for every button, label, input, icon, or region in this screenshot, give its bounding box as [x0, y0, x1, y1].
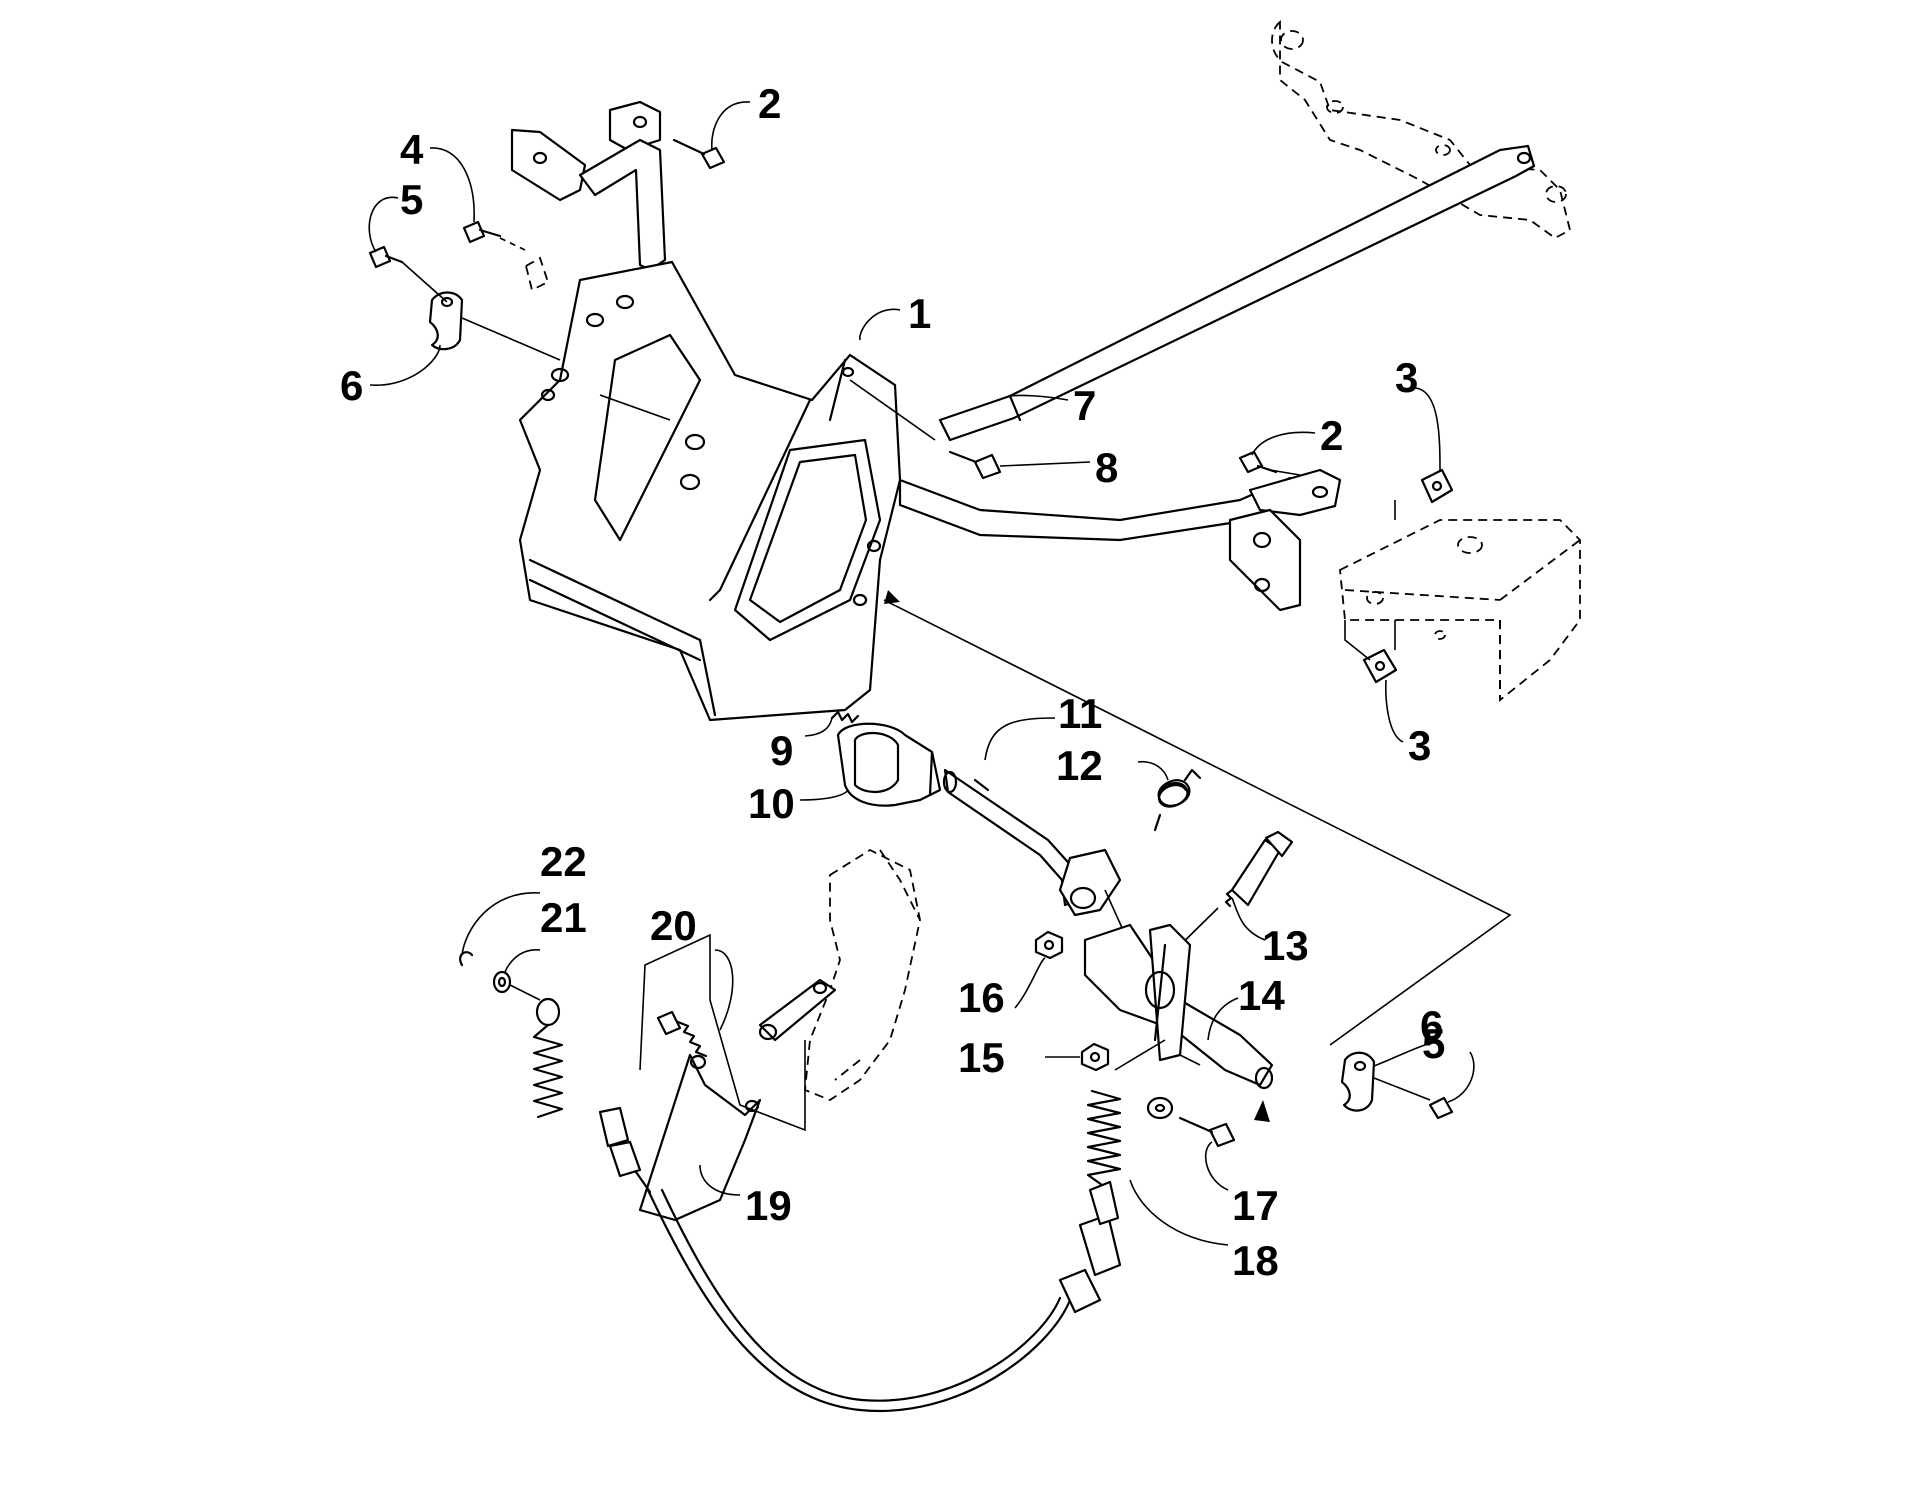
- screw-5-right: [1428, 1096, 1454, 1120]
- nut-16: [1034, 930, 1064, 960]
- console-housing: [518, 260, 902, 722]
- support-rod: [938, 144, 1536, 442]
- callout-3-upper: 3: [1395, 354, 1418, 401]
- screw-8: [948, 450, 1002, 480]
- callout-14: 14: [1238, 972, 1285, 1019]
- nut-15: [1080, 1042, 1110, 1072]
- screw-2-top: [672, 138, 726, 170]
- callout-6-right: 6: [1420, 1002, 1443, 1049]
- assembly-lines: [401, 261, 1512, 1046]
- link-rod: [758, 978, 837, 1042]
- screw-17: [1178, 1116, 1236, 1148]
- callout-7: 7: [1073, 382, 1096, 429]
- callout-16: 16: [958, 974, 1005, 1021]
- screw-2-right: [1238, 450, 1278, 474]
- callout-5-left: 5: [400, 176, 423, 223]
- washer-6-left: [428, 291, 464, 351]
- callout-13: 13: [1262, 922, 1309, 969]
- callout-19: 19: [745, 1182, 792, 1229]
- callout-3-lower: 3: [1408, 722, 1431, 769]
- callout-18: 18: [1232, 1237, 1279, 1284]
- callout-9: 9: [770, 727, 793, 774]
- shift-arm-14: [1083, 923, 1274, 1122]
- callout-10: 10: [748, 780, 795, 827]
- callout-21: 21: [540, 894, 587, 941]
- torsion-spring-12: [1153, 768, 1202, 832]
- upper-mount-bracket: [510, 100, 667, 272]
- clip-nut-upper: [1420, 468, 1454, 504]
- callout-4: 4: [400, 126, 424, 173]
- right-mount-bracket: [898, 468, 1342, 612]
- callout-1: 1: [908, 290, 931, 337]
- washer-21: [492, 970, 541, 1001]
- callout-11: 11: [1058, 690, 1102, 737]
- callout-leaders: [368, 101, 1475, 1246]
- cable-bracket-19: [638, 933, 806, 1222]
- callout-15: 15: [958, 1034, 1005, 1081]
- pivot-bolt-13: [1159, 830, 1294, 966]
- handle-knob-10: [836, 722, 942, 807]
- screw-5-left: [368, 245, 404, 269]
- screw-4: [462, 220, 550, 292]
- callout-6-left: 6: [340, 362, 363, 409]
- callout-labels: 1 2 2 3 3 4 5 5 6 6 7 8 9 10 11 12 13 14…: [340, 80, 1445, 1284]
- frame-tube-reference: [1339, 519, 1581, 702]
- callout-2-right: 2: [1320, 412, 1343, 459]
- callout-22: 22: [540, 838, 587, 885]
- callout-2-top: 2: [758, 80, 781, 127]
- shift-cable-18: [532, 997, 1174, 1413]
- small-spring-9: [830, 710, 860, 724]
- frame-piece-reference: [804, 848, 921, 1102]
- callout-12: 12: [1056, 742, 1103, 789]
- washer-6-right: [1340, 1051, 1431, 1112]
- frame-bracket-reference: [1271, 20, 1572, 240]
- callout-20: 20: [650, 902, 697, 949]
- callout-5-right: 5: [1422, 1020, 1445, 1067]
- callout-8: 8: [1095, 444, 1118, 491]
- clip-nut-lower: [1362, 648, 1398, 684]
- callout-17: 17: [1232, 1182, 1279, 1229]
- bolt-20: [656, 1010, 708, 1058]
